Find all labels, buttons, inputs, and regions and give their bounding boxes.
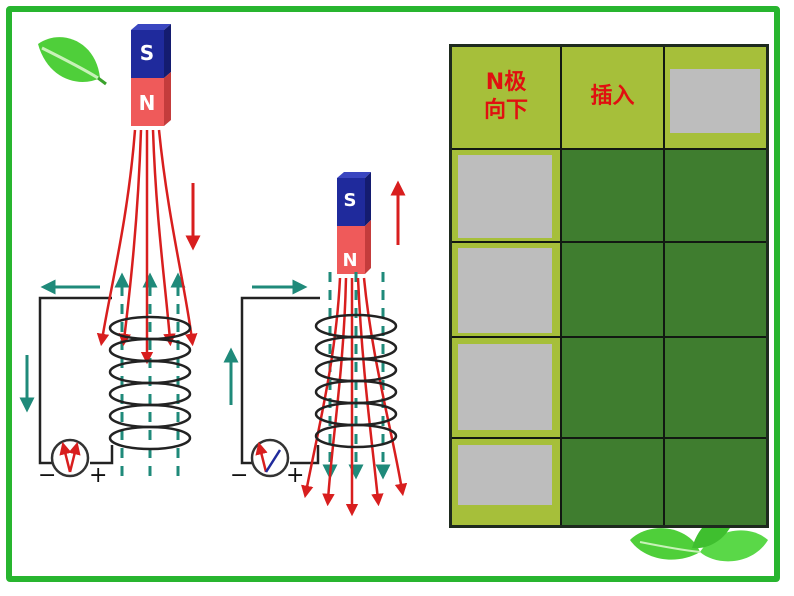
table-cell — [665, 338, 766, 437]
circuit-wire-left — [38, 296, 112, 465]
table-cell — [665, 243, 766, 336]
table-cell — [562, 243, 663, 336]
table-header-cell-3 — [665, 47, 766, 148]
table-cell — [665, 439, 766, 525]
hidden-answer-box[interactable] — [458, 445, 552, 505]
hidden-answer-box[interactable] — [458, 344, 552, 430]
galvanometer-right: − + — [230, 438, 304, 488]
magnet-left-n-label: N — [139, 91, 156, 115]
table-row-1-label — [452, 150, 560, 241]
table-cell — [665, 150, 766, 241]
bar-magnet-right: S N — [337, 172, 371, 274]
leaf-icon — [38, 37, 107, 86]
table-cell — [562, 439, 663, 525]
table-header-cell-1: N极 向下 — [452, 47, 560, 148]
magnet-right-n-label: N — [342, 250, 357, 271]
circuit-wire-right — [240, 296, 320, 465]
table-cell — [562, 338, 663, 437]
magnet-right-s-label: S — [344, 190, 357, 211]
bar-magnet-left: S N — [131, 24, 171, 126]
table-header-cell-2: 插入 — [562, 47, 663, 148]
galvanometer-left: − + — [38, 438, 107, 488]
header-n-pole-down: N极 向下 — [483, 70, 528, 123]
observation-table: N极 向下 插入 — [449, 44, 769, 528]
induced-field-lines-left — [114, 272, 186, 476]
meter-right-plus: + — [286, 463, 304, 488]
magnet-field-lines-left — [96, 129, 198, 365]
table-cell — [562, 150, 663, 241]
right-setup: S N — [223, 172, 408, 517]
meter-right-minus: − — [230, 463, 248, 488]
magnet-left-s-label: S — [140, 41, 154, 65]
coil-right — [314, 313, 398, 449]
table-row-4-label — [452, 439, 560, 525]
hidden-answer-box[interactable] — [458, 155, 552, 238]
table-row-2-label — [452, 243, 560, 336]
table-row-3-label — [452, 338, 560, 437]
magnet-field-lines-right — [301, 277, 408, 517]
header-insert: 插入 — [590, 84, 635, 109]
hidden-answer-box[interactable] — [458, 248, 552, 333]
hidden-answer-box[interactable] — [670, 69, 760, 133]
left-setup: S N — [19, 24, 201, 488]
leaves-icon — [630, 513, 768, 562]
coil-left — [108, 315, 192, 451]
meter-left-plus: + — [89, 463, 107, 488]
meter-left-minus: − — [38, 463, 56, 488]
